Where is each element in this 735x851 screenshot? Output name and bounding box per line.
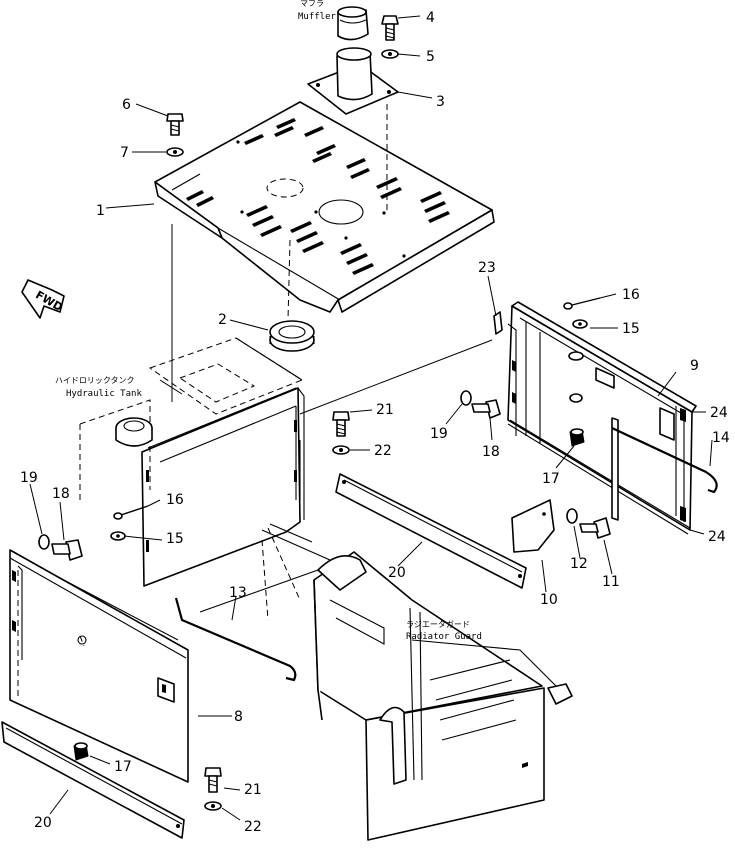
part-8-door [9, 549, 189, 783]
radiator-guard-label-jp: ラジエータガード [406, 619, 470, 629]
part-21-bolt-lower [204, 767, 222, 793]
callout-11: 11 [602, 574, 620, 590]
part-11-bolt [579, 517, 611, 539]
callout-18-left: 18 [52, 486, 70, 502]
callout-24-lower: 24 [708, 529, 726, 545]
callout-22-upper: 22 [374, 443, 392, 459]
callout-17-right: 17 [542, 471, 560, 487]
callout-15-left: 15 [166, 531, 184, 547]
callout-4: 4 [426, 10, 435, 26]
callout-23: 23 [478, 260, 496, 276]
part-2-seal [269, 320, 315, 352]
part-4-bolt [381, 15, 399, 41]
callout-numbers: 1 2 3 4 5 6 7 8 9 10 11 12 13 14 15 15 1… [20, 10, 730, 835]
part-18-bolt-right [471, 399, 501, 419]
hydraulic-tank-label-jp: ハイドロリックタンク [55, 376, 135, 385]
hydraulic-tank [79, 337, 305, 587]
part-12-washer [566, 508, 578, 524]
part-17-nut-left [73, 742, 89, 761]
part-16-pin-left [117, 505, 149, 517]
callout-16-right: 16 [622, 287, 640, 303]
muffler [337, 6, 369, 41]
part-3-flange-pipe [307, 47, 399, 115]
muffler-label-jp: マフラ [300, 0, 324, 8]
callout-21-lower: 21 [244, 782, 262, 798]
callout-19-right: 19 [430, 426, 448, 442]
part-14-rod [611, 427, 718, 494]
top-cover-vent-slots [186, 118, 450, 275]
callout-15-right: 15 [622, 321, 640, 337]
part-1-top-cover [154, 101, 495, 313]
part-13-rod [174, 597, 297, 682]
part-6-bolt [166, 113, 184, 136]
callout-8: 8 [234, 709, 243, 725]
part-20-rail-upper [335, 473, 527, 589]
callout-20-lower: 20 [34, 815, 52, 831]
part-23-bracket [493, 311, 503, 335]
part-19-washer-right [460, 390, 472, 406]
callout-10: 10 [540, 592, 558, 608]
seal-alignment-line [287, 239, 291, 321]
part-20-rail-lower [1, 721, 185, 839]
callout-13: 13 [229, 585, 247, 601]
callout-9: 9 [690, 358, 699, 374]
callout-24-upper: 24 [710, 405, 728, 421]
muffler-label-en: Muffler [298, 12, 337, 22]
callout-16-left: 16 [166, 492, 184, 508]
callout-leader-lines [29, 15, 713, 821]
callout-22-lower: 22 [244, 819, 262, 835]
callout-14: 14 [712, 430, 730, 446]
part-21-bolt-upper [332, 411, 350, 437]
callout-12: 12 [570, 556, 588, 572]
part-17-nut-right [569, 428, 585, 447]
callout-20-upper: 20 [388, 565, 406, 581]
part-10-plate [511, 499, 555, 553]
callout-3: 3 [436, 94, 445, 110]
fwd-arrow-icon: FWD [21, 279, 65, 319]
callout-21-upper: 21 [376, 402, 394, 418]
tank-leader [159, 379, 183, 395]
part-9-side-panel [507, 301, 697, 535]
callout-7: 7 [120, 145, 129, 161]
hydraulic-tank-label-en: Hydraulic Tank [66, 389, 142, 399]
callout-17-left: 17 [114, 759, 132, 775]
callout-5: 5 [426, 49, 435, 65]
callout-2: 2 [218, 312, 227, 328]
radiator-guard-frame [199, 523, 573, 841]
callout-1: 1 [96, 203, 105, 219]
radiator-guard-label-en: Radiator Guard [406, 632, 482, 642]
tank-to-panel-line [299, 339, 493, 415]
callout-6: 6 [122, 97, 131, 113]
part-16-pin-right [567, 297, 601, 307]
part-18-bolt-left [51, 539, 83, 561]
callout-18-right: 18 [482, 444, 500, 460]
part-19-washer-left [38, 534, 50, 550]
callout-19-left: 19 [20, 470, 38, 486]
